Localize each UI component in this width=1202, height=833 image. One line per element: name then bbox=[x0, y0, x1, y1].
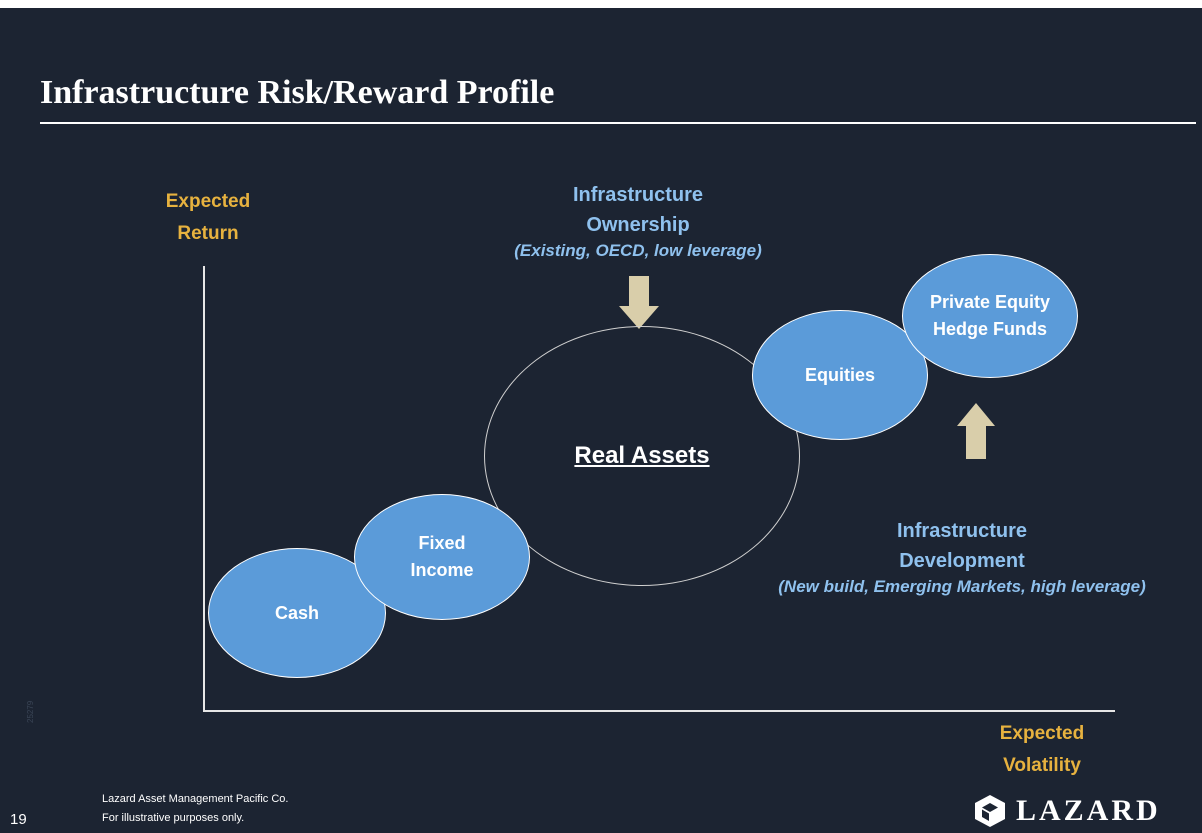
footer-company: Lazard Asset Management Pacific Co. bbox=[102, 793, 289, 805]
development-annotation: Infrastructure Development (New build, E… bbox=[732, 516, 1192, 598]
fixed-income-label: Fixed Income bbox=[410, 530, 473, 584]
y-axis-label-line2: Return bbox=[177, 223, 239, 244]
lazard-logo-icon bbox=[975, 795, 1005, 827]
cash-label: Cash bbox=[274, 602, 319, 623]
ownership-line2: Ownership bbox=[586, 214, 690, 236]
footer-disclaimer: For illustrative purposes only. bbox=[102, 812, 245, 824]
fixed-income-line2: Income bbox=[410, 560, 474, 580]
document-code: 25279 bbox=[26, 700, 35, 723]
development-line2: Development bbox=[899, 550, 1025, 572]
private-equity-bubble: Private Equity Hedge Funds bbox=[902, 254, 1078, 378]
ownership-subtext: (Existing, OECD, low leverage) bbox=[514, 241, 762, 260]
x-axis-label-line2: Volatility bbox=[1003, 755, 1081, 776]
lazard-logo: LAZARD bbox=[974, 794, 1161, 828]
equities-bubble: Equities bbox=[752, 310, 928, 440]
y-axis-label-line1: Expected bbox=[165, 191, 251, 212]
lazard-logo-text: LAZARD bbox=[1016, 794, 1161, 827]
real-assets-label: Real Assets bbox=[574, 442, 710, 469]
y-axis-line bbox=[203, 266, 205, 712]
fixed-income-line1: Fixed bbox=[418, 533, 466, 553]
y-axis-label: Expected Return bbox=[148, 186, 268, 250]
slide-title: Infrastructure Risk/Reward Profile bbox=[40, 74, 555, 111]
footer-notes: Lazard Asset Management Pacific Co. For … bbox=[102, 790, 288, 828]
arrow-down-icon bbox=[619, 276, 659, 329]
x-axis-label: Expected Volatility bbox=[982, 718, 1102, 782]
private-equity-label: Private Equity Hedge Funds bbox=[930, 289, 1050, 343]
ownership-line1: Infrastructure bbox=[572, 184, 704, 206]
arrow-up-icon bbox=[957, 403, 995, 459]
x-axis-line bbox=[203, 710, 1115, 712]
fixed-income-bubble: Fixed Income bbox=[354, 494, 530, 620]
development-subtext: (New build, Emerging Markets, high lever… bbox=[778, 577, 1146, 596]
equities-label: Equities bbox=[804, 364, 875, 385]
real-assets-ellipse: Real Assets bbox=[484, 326, 800, 586]
private-equity-line1: Private Equity bbox=[929, 292, 1051, 312]
page-number: 19 bbox=[10, 811, 27, 828]
slide: Infrastructure Risk/Reward Profile Expec… bbox=[0, 8, 1202, 833]
ownership-annotation: Infrastructure Ownership (Existing, OECD… bbox=[468, 180, 808, 262]
x-axis-label-line1: Expected bbox=[999, 723, 1085, 744]
title-divider bbox=[40, 122, 1196, 124]
development-line1: Infrastructure bbox=[896, 520, 1028, 542]
private-equity-line2: Hedge Funds bbox=[932, 319, 1047, 339]
